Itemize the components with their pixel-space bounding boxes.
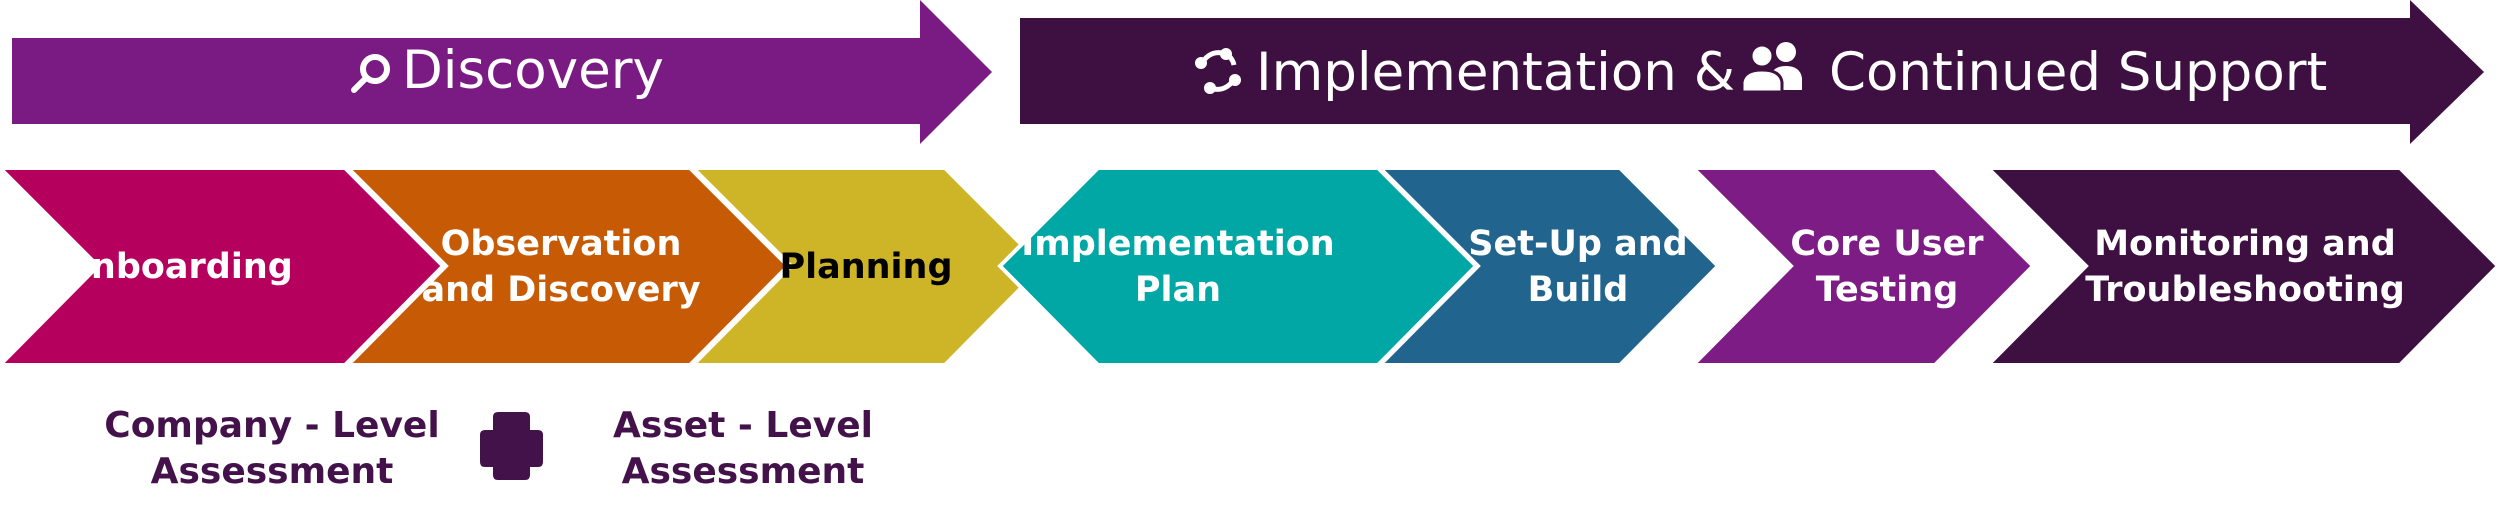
step-label-1: Onboarding [61,247,293,287]
step-label-1: Implementation [1021,224,1334,264]
step-onboarding: Onboarding [0,166,446,367]
chevron-core-user-testing [1688,166,2036,367]
asset-assessment-line1: Asset - Level [613,405,873,446]
step-label-1: Planning [779,247,952,287]
step-label-2: and Discovery [421,270,700,310]
continued-support-label: Continued Support [1829,42,2327,103]
chevron-set-up-and-build [1375,166,1721,367]
assessment-row: Company - Level Assessment Asset - Level… [104,405,873,492]
step-label-1: Set-Up and [1468,224,1687,264]
plus-icon [480,412,543,480]
step-label-1: Monitoring and [2094,224,2396,264]
step-label-1: Core User [1790,224,1984,264]
users-icon [1740,42,1802,94]
step-label-1: Observation [441,224,682,264]
chevron-monitoring-and-troubleshooting [1983,166,2500,367]
process-steps: Onboarding Observation and Discovery Planni… [0,166,2500,367]
magnifier-icon [351,54,390,93]
step-label-2: Build [1528,270,1629,310]
discovery-label: Discovery [402,40,664,101]
cycle-arrows-icon [1195,48,1241,94]
discovery-phase-banner: Discovery [12,0,992,144]
step-label-2: Testing [1816,270,1959,310]
chevron-implementation-plan [997,166,1479,367]
step-observation-and-discovery: Observation and Discovery [343,166,791,367]
chevron-observation-and-discovery [343,166,791,367]
asset-assessment-line2: Assessment [622,451,865,492]
chevron-planning [688,166,1046,367]
implementation-phase-banner: Implementation & Continued Support [1020,0,2484,144]
chevron-onboarding [0,166,446,367]
company-assessment-line1: Company - Level [104,405,439,446]
step-planning: Planning [688,166,1046,367]
step-label-2: Troubleshooting [2085,270,2405,310]
company-assessment-line2: Assessment [151,451,394,492]
implementation-label: Implementation & [1256,42,1735,103]
step-label-2: Plan [1135,270,1221,310]
discovery-banner-arrow [12,0,992,144]
